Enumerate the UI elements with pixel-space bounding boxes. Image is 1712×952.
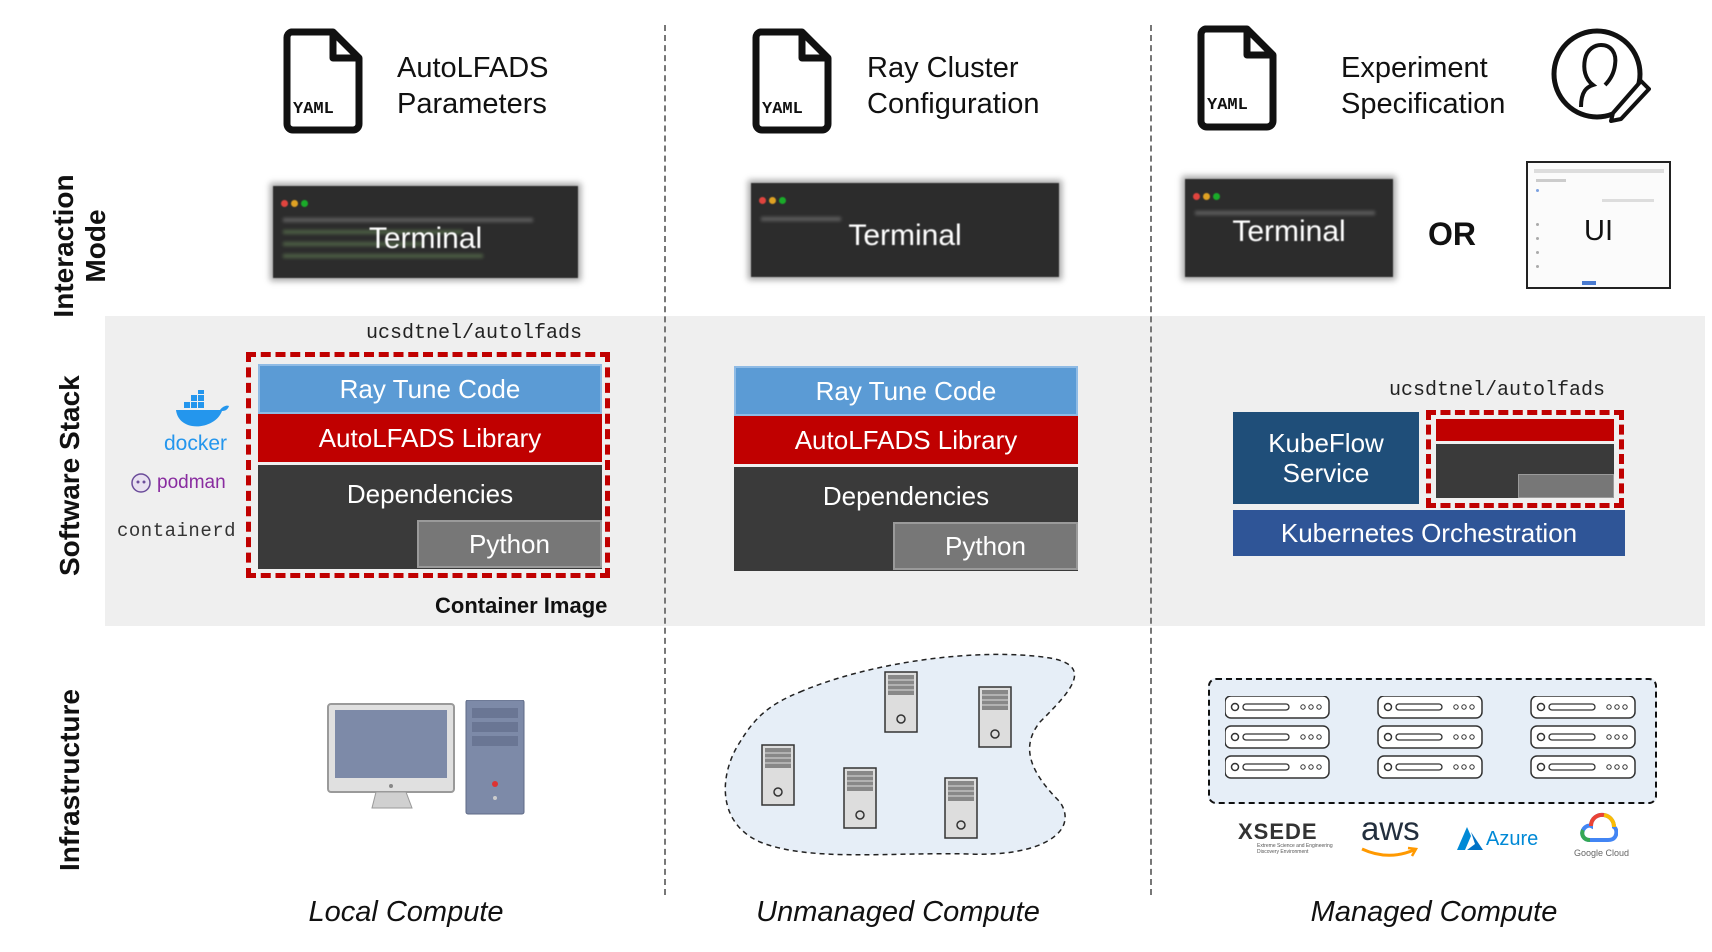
azure-icon [1457,827,1483,850]
or-label: OR [1428,216,1476,252]
desktop-computer-icon [327,700,525,815]
python-mini [1518,474,1614,498]
autolfads-library-block: AutoLFADS Library [258,414,602,462]
server-tower-icon [978,686,1012,748]
footer-managed-compute: Managed Compute [1310,896,1558,928]
param-line1: Ray Cluster [867,52,1019,84]
docker-whale-icon [176,390,229,427]
footer-unmanaged-compute: Unmanaged Compute [756,896,1040,928]
aws-smile-icon [1361,846,1419,857]
container-image-boundary-mini [1426,410,1624,508]
containerd-logo-text: containerd [117,520,237,542]
ui-screenshot-panel[interactable]: UI [1526,161,1671,289]
server-tower-icon [884,671,918,733]
param-line1: AutoLFADS [397,52,549,84]
footer-local-compute: Local Compute [308,896,504,928]
terminal-label: Terminal [848,219,962,252]
kubeflow-line2: Service [1282,458,1370,488]
terminal-label: Terminal [368,222,483,255]
window-controls [1193,187,1223,205]
xsede-logo: XSEDE [1238,819,1318,844]
xsede-subtitle: Extreme Science and Engineering Discover… [1257,843,1333,855]
server-tower-icon [843,767,877,829]
container-image-caption: Container Image [435,593,608,618]
yaml-file-tag: YAML [293,100,334,119]
autolfads-library-mini [1436,419,1614,441]
column-divider-2 [1150,25,1152,895]
terminal-window-local[interactable]: Terminal [273,186,578,278]
yaml-file-tag: YAML [762,100,803,119]
python-block: Python [893,522,1078,570]
yaml-file-icon [1197,25,1277,131]
azure-logo-text: Azure [1486,828,1539,850]
kubeflow-service-block: KubeFlow Service [1233,412,1419,504]
yaml-file-icon [752,28,832,134]
server-rack-icon [1225,696,1636,779]
window-controls [281,194,311,212]
row-label-interaction-mode: Interaction Mode [48,126,112,366]
kubeflow-line1: KubeFlow [1268,428,1384,458]
container-image-name: ucsdtnel/autolfads [366,322,583,345]
terminal-label: Terminal [1232,215,1346,248]
aws-logo: aws [1361,810,1420,847]
container-image-name: ucsdtnel/autolfads [1389,379,1606,402]
google-cloud-logo-text: Google Cloud [1574,848,1630,858]
yaml-file-tag: YAML [1207,96,1248,115]
server-tower-icon [944,777,978,839]
param-line2: Specification [1341,88,1506,120]
python-block: Python [417,520,602,568]
kubernetes-orchestration-block: Kubernetes Orchestration [1233,510,1625,556]
param-title-managed: Experiment Specification [1341,50,1505,122]
podman-logo-text: podman [157,472,226,493]
server-tower-icon [761,744,795,806]
row-label-interaction-line1: Interaction [48,174,79,318]
ray-tune-code-block: Ray Tune Code [734,366,1078,416]
podman-seal-icon [131,473,151,493]
row-label-infrastructure: Infrastructure [54,688,85,872]
ui-label: UI [1584,215,1613,247]
user-edit-icon [1551,28,1651,123]
terminal-window-managed[interactable]: Terminal [1185,179,1393,277]
docker-logo-text: docker [164,432,228,455]
row-label-software-stack: Software Stack [54,375,85,576]
google-cloud-icon [1580,812,1618,842]
autolfads-library-block: AutoLFADS Library [734,416,1078,464]
row-label-interaction-line2: Mode [80,209,111,283]
param-line2: Configuration [867,88,1040,120]
terminal-window-unmanaged[interactable]: Terminal [751,183,1059,277]
container-image-boundary [246,352,610,578]
param-title-unmanaged: Ray Cluster Configuration [867,50,1040,122]
param-line1: Experiment [1341,52,1488,84]
param-title-local: AutoLFADS Parameters [397,50,549,122]
yaml-file-icon [283,28,363,134]
param-line2: Parameters [397,88,547,120]
window-controls [759,191,789,209]
column-divider-1 [664,25,666,895]
ray-tune-code-block: Ray Tune Code [258,364,602,414]
